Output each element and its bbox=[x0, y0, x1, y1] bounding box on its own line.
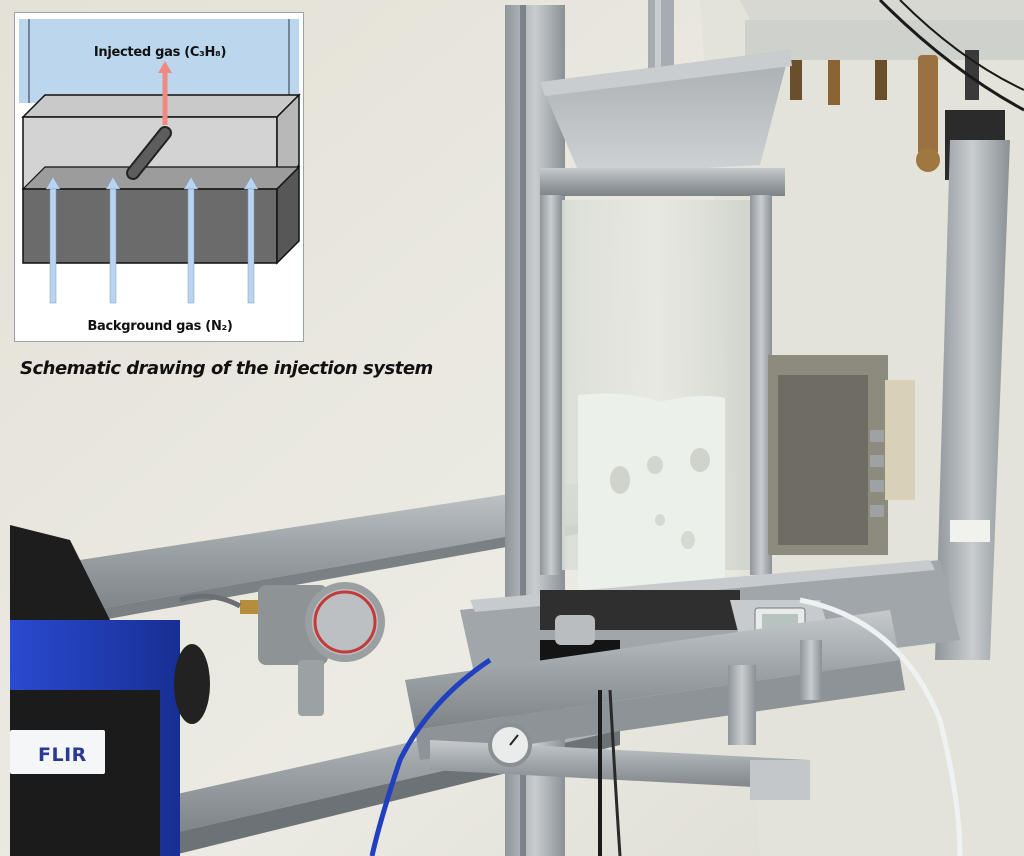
flir-logo-icon bbox=[10, 730, 105, 774]
background-gas-label: Background gas (N₂) bbox=[87, 319, 233, 334]
schematic-inset: Injected gas (C₃H₈) Background gas (N₂) bbox=[14, 12, 304, 342]
figure-caption: Schematic drawing of the injection syste… bbox=[20, 358, 433, 379]
arrow-up-icon bbox=[158, 61, 172, 125]
camera-brand-label: FLIR bbox=[38, 744, 87, 766]
injected-gas-label: Injected gas (C₃H₈) bbox=[93, 45, 227, 60]
injection-schematic-diagram bbox=[19, 19, 301, 304]
